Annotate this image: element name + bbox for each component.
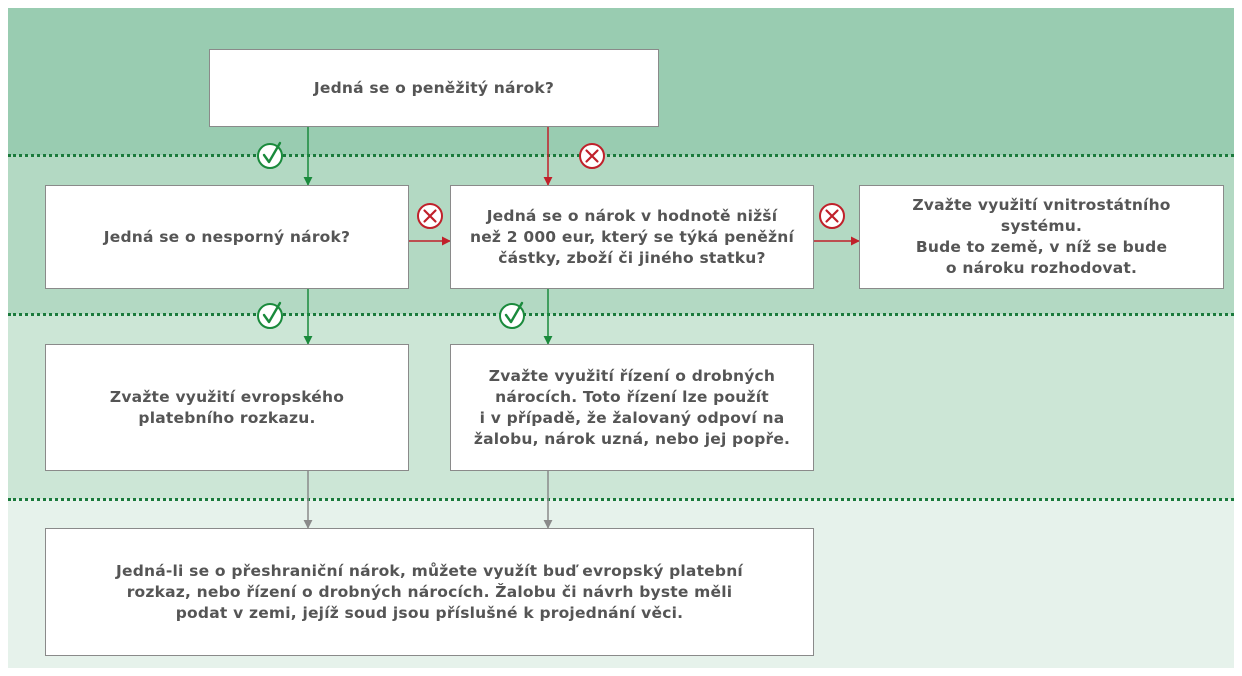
x-circle-icon (417, 203, 443, 229)
question-monetary-claim: Jedná se o peněžitý nárok? (209, 49, 659, 127)
result-european-payment-order: Zvažte využití evropského platebního roz… (45, 344, 409, 471)
x-circle-icon (819, 203, 845, 229)
check-circle-icon (257, 301, 283, 329)
check-circle-icon (257, 141, 283, 169)
result-small-claims: Zvažte využití řízení o drobných nárocíc… (450, 344, 814, 471)
question-claim-value: Jedná se o nárok v hodnotě nižší než 2 0… (450, 185, 814, 289)
x-circle-icon (579, 143, 605, 169)
result-national-system: Zvažte využití vnitrostátního systému. B… (859, 185, 1224, 289)
band-divider (8, 498, 1234, 501)
result-cross-border: Jedná-li se o přeshraniční nárok, můžete… (45, 528, 814, 656)
band-divider (8, 313, 1234, 316)
band-divider (8, 154, 1234, 157)
question-uncontested-claim: Jedná se o nesporný nárok? (45, 185, 409, 289)
check-circle-icon (499, 301, 525, 329)
